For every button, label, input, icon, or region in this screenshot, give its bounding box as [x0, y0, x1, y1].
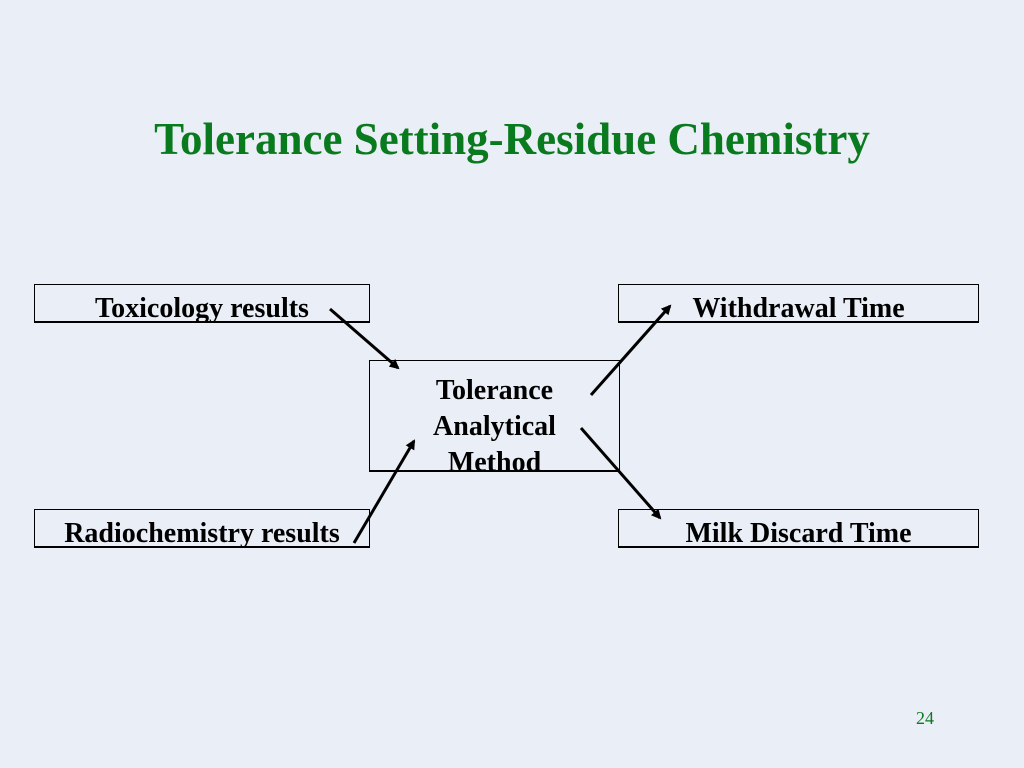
- page-number: 24: [916, 708, 934, 728]
- radiochemistry-results-label: Radiochemistry results: [64, 518, 340, 549]
- withdrawal-time-label: Withdrawal Time: [692, 293, 905, 324]
- radiochemistry-results-box: Radiochemistry results: [34, 509, 370, 548]
- slide-title: Tolerance Setting-Residue Chemistry: [154, 114, 870, 164]
- toxicology-results-box: Toxicology results: [34, 284, 370, 323]
- tolerance-analytical-method-box: Tolerance Analytical Method: [369, 360, 620, 478]
- toxicology-results-label: Toxicology results: [95, 293, 309, 324]
- withdrawal-time-box: Withdrawal Time: [618, 284, 979, 323]
- center-label-line-2: Analytical: [433, 411, 556, 442]
- center-label-line-3: Method: [447, 447, 542, 478]
- milk-discard-time-box: Milk Discard Time: [618, 509, 979, 548]
- milk-discard-time-label: Milk Discard Time: [685, 518, 912, 549]
- center-label-line-1: Tolerance: [435, 375, 554, 406]
